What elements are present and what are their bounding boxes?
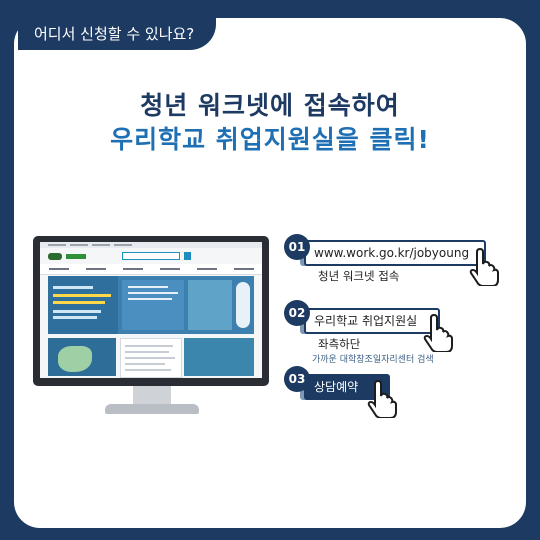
step-3-badge: 03: [284, 366, 310, 392]
headline-line-2: 우리학교 취업지원실을 클릭!: [110, 125, 430, 154]
korea-map-icon: [58, 346, 92, 372]
step-2-subtext: 가까운 대학창조일자리센터 검색: [312, 355, 434, 365]
step-1-badge: 01: [284, 234, 310, 260]
monitor-neck: [133, 386, 171, 406]
site-search-input: [122, 252, 180, 260]
step-1-description: 청년 워크넷 접속: [318, 269, 400, 283]
monitor-base: [105, 404, 199, 414]
site-notice-panel: [120, 338, 182, 378]
step-2-badge: 02: [284, 300, 310, 326]
website-screenshot: [40, 242, 262, 378]
site-logo-icon: [48, 252, 62, 260]
step-2-description: 좌측하단: [318, 337, 361, 351]
step-1-url-box: www.work.go.kr/jobyoung: [304, 240, 486, 266]
site-search-icon: [184, 252, 191, 260]
pointer-hand-icon: [367, 380, 397, 418]
step-2-menu-box: 우리학교 취업지원실: [304, 308, 440, 334]
site-calendar-panel: [184, 338, 254, 376]
pointer-hand-icon: [469, 248, 499, 286]
question-tag: 어디서 신청할 수 있나요?: [18, 18, 217, 50]
pointer-hand-icon: [423, 314, 453, 352]
headline-line-1: 청년 워크넷에 접속하여: [140, 91, 400, 120]
site-hero-banner: [48, 276, 254, 334]
monitor-illustration: [33, 236, 269, 386]
